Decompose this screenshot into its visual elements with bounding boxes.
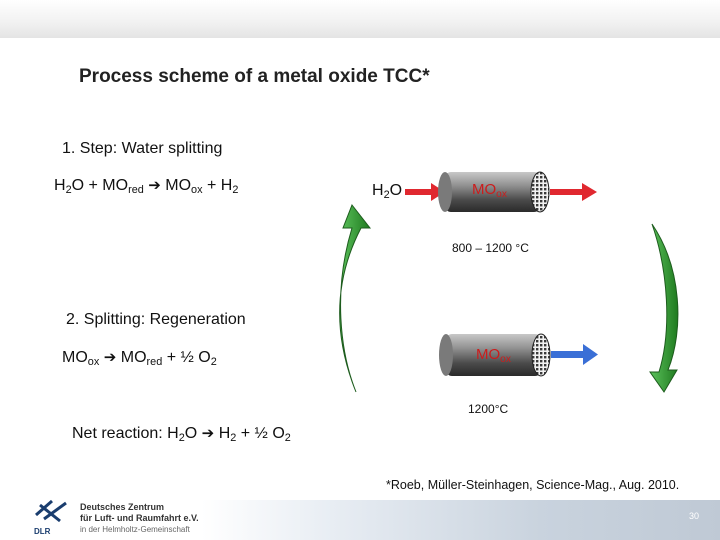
hydrogen-outflow-arrow-icon [550, 183, 597, 201]
citation: *Roeb, Müller-Steinhagen, Science-Mag., … [386, 478, 680, 492]
water-input-label: H2O [372, 182, 403, 202]
net-reaction: Net reaction: H2O ➔ H2 + ½ O2 [72, 425, 291, 445]
dlr-logo-icon [35, 499, 67, 523]
top-header-bar [0, 0, 720, 38]
slide-title: Process scheme of a metal oxide TCC* [79, 66, 430, 87]
step2-heading: 2. Splitting: Regeneration [66, 311, 246, 328]
reactor1-label: MOox [472, 181, 507, 200]
reactor-oxidation-icon [438, 171, 550, 213]
step1-temperature: 800 – 1200 °C [452, 241, 529, 255]
reactor-regeneration-icon [439, 333, 551, 377]
page-number: 30 [688, 511, 699, 521]
organization-name: Deutsches Zentrum für Luft- und Raumfahr… [80, 502, 199, 534]
cycle-arrow-up-icon [339, 204, 372, 393]
step1-equation: H2O + MOred ➔ MOox + H2 [54, 177, 239, 197]
reactor2-label: MOox [476, 346, 511, 365]
cycle-arrow-down-icon [649, 223, 679, 393]
step1-heading: 1. Step: Water splitting [62, 140, 223, 157]
step2-temperature: 1200°C [468, 402, 509, 416]
oxygen-outflow-arrow-icon [551, 344, 598, 365]
footer-bar [0, 500, 720, 540]
dlr-logo-text: DLR [34, 527, 51, 536]
step2-equation: MOox ➔ MOred + ½ O2 [62, 349, 217, 369]
